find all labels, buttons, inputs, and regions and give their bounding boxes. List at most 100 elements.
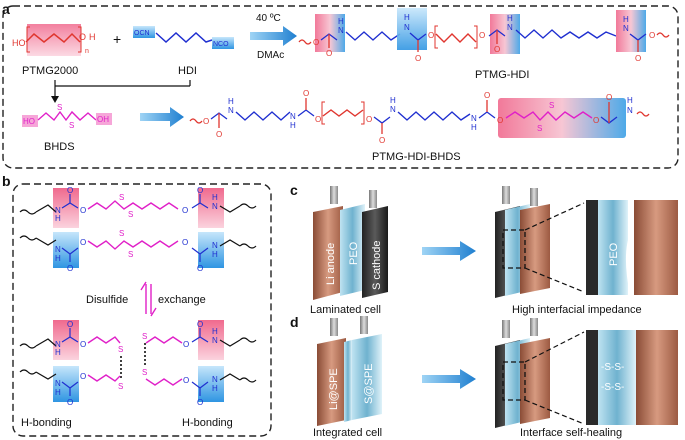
zoom-c-copper — [634, 200, 678, 295]
q5-n: N — [627, 106, 633, 115]
b1-s2: S — [128, 210, 133, 219]
ptmg-o: O — [79, 32, 86, 42]
urethane-highlight-4 — [616, 10, 646, 52]
p4-o: O — [635, 54, 641, 63]
p2-h: H — [404, 13, 410, 22]
p3-h: H — [507, 14, 513, 23]
ptmg-hdi-product: O O H N H N O O O O H N H — [298, 8, 670, 63]
zoom-box-d — [502, 361, 526, 401]
d-tab-right-2 — [530, 318, 538, 336]
zoom-line-d-top — [524, 331, 585, 363]
b-top-pink-right — [198, 188, 224, 228]
c1-o-link2: O — [183, 340, 189, 349]
c1-o: O — [67, 320, 73, 329]
b-bot-chain-1 — [35, 338, 57, 347]
c2-o-link: O — [80, 372, 86, 381]
panel-a: a HO O H n + OCN NCO PTMG2000 HDI 40 ºC … — [2, 1, 679, 169]
b2-h: H — [55, 254, 61, 263]
p4-n: N — [623, 24, 629, 33]
c2-n-r: N — [212, 375, 218, 384]
p1-o: O — [313, 38, 319, 47]
b-top-wave-l2 — [19, 235, 37, 241]
urethane-highlight-2 — [397, 8, 427, 50]
ptmg-hdi-bhds-label: PTMG-HDI-BHDS — [372, 151, 461, 163]
q2-h: H — [290, 121, 296, 130]
integrated-cell: Li@SPE S@SPE — [317, 316, 382, 426]
panel-a-label: a — [2, 1, 10, 17]
panel-b: b H N O O S S O O H N — [2, 173, 272, 437]
q5-o-link: O — [593, 116, 599, 125]
p2-o-link: O — [428, 31, 434, 40]
chain-extension-arrow — [140, 107, 184, 127]
h-bonding-right-label: H-bonding — [182, 417, 233, 429]
exchange-label: exchange — [158, 294, 206, 306]
q4-n: N — [471, 114, 477, 123]
c2-s-left: S — [118, 382, 123, 391]
p3-n: N — [507, 23, 513, 32]
bhds-oh-highlight — [96, 113, 112, 125]
p1-o2: O — [326, 49, 332, 58]
b2-h-r: H — [212, 250, 218, 259]
exchange-arrow-down-head — [150, 307, 157, 317]
c2-h-r: H — [212, 384, 218, 393]
exchange-arrow-up-head — [140, 281, 147, 291]
b2-o-r: O — [197, 264, 203, 273]
c1-tail-r — [219, 339, 241, 347]
q3-carbonyl — [373, 116, 391, 124]
c1-h-r: H — [212, 327, 218, 336]
b-top-wave-r1 — [239, 203, 257, 209]
solvent-label: DMAc — [257, 50, 284, 61]
zoom-c-peo — [598, 200, 628, 295]
p3-hexyl — [515, 29, 617, 39]
b-bot-wave-l1 — [19, 343, 37, 349]
panel-a-frame — [2, 5, 679, 169]
b1-o-r: O — [197, 186, 203, 195]
b1-o-link2: O — [182, 206, 188, 215]
b-bot-blue-right — [198, 366, 224, 402]
q-s1: S — [537, 124, 542, 133]
q2-o-link: O — [315, 115, 321, 124]
ss-top-text: -S-S- — [601, 362, 624, 373]
assembled-integrated-cell — [495, 318, 585, 428]
peo-zoom-text: PEO — [608, 242, 620, 266]
integrated-cell-label: Integrated cell — [313, 427, 382, 439]
p3-o: O — [494, 45, 500, 54]
zoom-line-c-bot — [524, 267, 585, 293]
s-cathode-sheet — [362, 206, 388, 298]
laminated-cell-label: Laminated cell — [310, 304, 381, 316]
b2-s2: S — [128, 250, 133, 259]
bhds-segment-highlight — [498, 98, 626, 138]
hdi-molecule: OCN NCO — [133, 26, 234, 49]
assembled-laminated-cell — [495, 186, 585, 298]
zoom-line-d-bot — [524, 399, 585, 425]
b-bot-wave-l2 — [19, 369, 37, 375]
bhds-oh: OH — [97, 115, 109, 124]
s-spe-sheet — [352, 334, 382, 420]
b2-n: N — [55, 245, 61, 254]
before-exchange-pair: H N O O S S O O H N N H O O — [19, 186, 257, 273]
q3-hexyl — [397, 111, 471, 121]
temperature-label: 40 ºC — [256, 13, 281, 24]
red-wavy-end-left — [298, 39, 312, 45]
b2-tail-r — [219, 239, 241, 247]
panel-c: c Li anode PEO S cathode Laminated cell — [290, 182, 678, 316]
hdi-ocn-highlight — [133, 26, 155, 38]
q1-o2: O — [216, 130, 222, 139]
ptmg-chain — [25, 32, 81, 44]
b2-o: O — [67, 264, 73, 273]
bhds-chain — [37, 110, 97, 122]
q3-n: N — [390, 105, 396, 114]
q3-o-link: O — [366, 115, 372, 124]
ptmg-segment-bracket-l — [434, 25, 438, 49]
hdi-label: HDI — [178, 65, 197, 77]
hdi-ocn: OCN — [134, 30, 150, 37]
c2-s-right: S — [142, 368, 147, 377]
bhds-s1: S — [57, 103, 62, 112]
d-tab-left-2 — [502, 320, 510, 338]
tab-left-2 — [502, 186, 510, 204]
q4-o-link: O — [497, 116, 503, 125]
p2-n: N — [404, 23, 410, 32]
b1-tail-r — [219, 205, 241, 213]
zoom-d-copper — [636, 330, 678, 425]
